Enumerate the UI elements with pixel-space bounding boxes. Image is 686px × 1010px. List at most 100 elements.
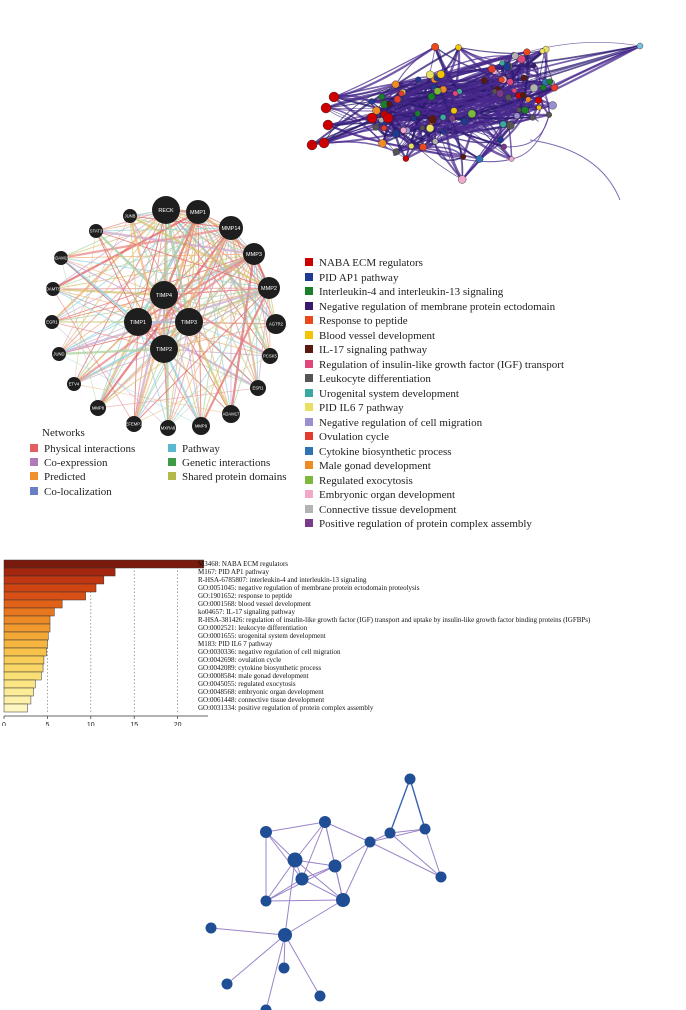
networks-legend-title: Networks (42, 427, 85, 439)
genemania-edge (60, 257, 165, 350)
bar-category-label: ko04657: IL-17 signaling pathway (198, 608, 296, 616)
cluster-edge (389, 778, 411, 834)
cluster-edge (324, 821, 371, 843)
genemania-edge (52, 287, 165, 297)
cluster-node (384, 827, 396, 839)
enrichment-node (426, 124, 435, 133)
genemania-edge (60, 226, 232, 260)
legend-swatch (305, 345, 313, 354)
genemania-edge (164, 209, 191, 323)
cluster-network-nodes (205, 773, 447, 1010)
genemania-edge (60, 253, 255, 259)
legend-swatch (305, 432, 313, 441)
network-type-item: Physical interactions (30, 442, 135, 456)
enrichment-node (368, 98, 376, 105)
enrichment-node (502, 62, 512, 71)
enrichment-node (511, 52, 519, 60)
gene-node: MXRA8 (160, 420, 176, 436)
enrichment-node (366, 112, 378, 124)
enrichment-node (523, 48, 531, 56)
legend-swatch (168, 444, 176, 453)
gene-node: TIMP1 (124, 308, 152, 336)
cluster-edge (210, 927, 286, 936)
gene-node-label: STAT3 (90, 228, 103, 233)
cluster-network-edges (210, 778, 442, 1010)
gene-node-circle (45, 315, 59, 329)
genemania-edge (97, 387, 259, 409)
enrichment-edge (442, 125, 502, 141)
gene-node-label: MMP8 (92, 405, 105, 410)
gene-node: ADAM17 (222, 405, 240, 423)
gene-node-label: MMP14 (222, 226, 241, 232)
bar-category-label: M3468: NABA ECM regulators (198, 560, 289, 568)
bar-category-label: GO:0031334: positive regulation of prote… (198, 704, 374, 712)
genemania-edge (52, 211, 199, 290)
gene-node-circle (150, 281, 178, 309)
gene-node-label: TIMP3 (181, 320, 197, 326)
enrichment-node (402, 155, 410, 162)
enrichment-edge (375, 109, 424, 149)
legend-swatch (305, 519, 313, 528)
legend-label: Shared protein domains (182, 471, 287, 483)
legend-label: Blood vessel development (319, 329, 436, 342)
gene-node-label: EFEMP1 (126, 421, 143, 426)
legend-swatch (305, 475, 313, 484)
legend-label: Genetic interactions (182, 457, 271, 469)
legend-label: Predicted (44, 471, 86, 483)
bar-category-label: GO:0042089: cytokine biosynthetic proces… (198, 664, 322, 672)
genemania-edge (133, 253, 255, 425)
enrichment-node (372, 106, 381, 115)
cluster-edge (265, 859, 296, 902)
genemania-edge (129, 215, 232, 229)
enrichment-edge (431, 113, 550, 126)
genemania-edge (163, 348, 232, 415)
enrichment-node (636, 42, 644, 50)
enrichment-legend-item: Regulation of insulin-like growth factor… (305, 358, 564, 372)
enrichment-node (322, 119, 334, 131)
gene-node-circle (124, 308, 152, 336)
legend-swatch (305, 461, 313, 470)
gene-node-circle (175, 308, 203, 336)
enrichment-node (411, 115, 417, 122)
enrichment-legend-item: PID AP1 pathway (305, 271, 398, 285)
enrichment-legend-item: Response to peptide (305, 314, 408, 328)
gene-node-circle (90, 400, 106, 416)
enrichment-node (439, 114, 447, 121)
enrichment-legend-item: IL-17 signaling pathway (305, 343, 427, 357)
enrichment-node (519, 91, 527, 99)
cluster-node (404, 773, 416, 785)
enrichment-edge (529, 45, 641, 81)
gene-node: TIMP3 (175, 308, 203, 336)
legend-swatch (305, 316, 313, 325)
enrichment-node (440, 129, 446, 135)
enrichment-node (513, 112, 521, 120)
enrichment-node (460, 117, 469, 126)
enrichment-node (496, 89, 505, 98)
legend-label: Pathway (182, 443, 220, 455)
enrichment-node (460, 153, 467, 160)
gene-node-label: MMP2 (261, 286, 277, 292)
genemania-edge (60, 257, 165, 296)
gene-node: ESR1 (250, 380, 266, 396)
enrichment-node (436, 70, 446, 79)
gene-node: EFEMP1 (126, 416, 143, 432)
enrichment-network-nodes (306, 42, 644, 184)
enrichment-node (306, 139, 318, 151)
x-tick-label: 20 (174, 722, 182, 726)
genemania-edge (188, 287, 270, 323)
cluster-edge (301, 821, 326, 880)
enrichment-node (386, 100, 393, 107)
genemania-edge (95, 230, 139, 323)
enrichment-node (525, 96, 532, 103)
enrichment-edge (333, 46, 436, 98)
enrichment-node (508, 156, 515, 162)
gene-node: MMP3 (243, 243, 265, 265)
enrichment-node (426, 70, 435, 79)
enrichment-legend-item: Negative regulation of cell migration (305, 416, 482, 430)
network-type-item: Predicted (30, 470, 86, 484)
enrichment-node (433, 87, 442, 95)
genemania-edge (95, 230, 270, 289)
legend-swatch (305, 272, 313, 281)
cluster-edge (265, 878, 303, 902)
cluster-edge (342, 841, 371, 901)
